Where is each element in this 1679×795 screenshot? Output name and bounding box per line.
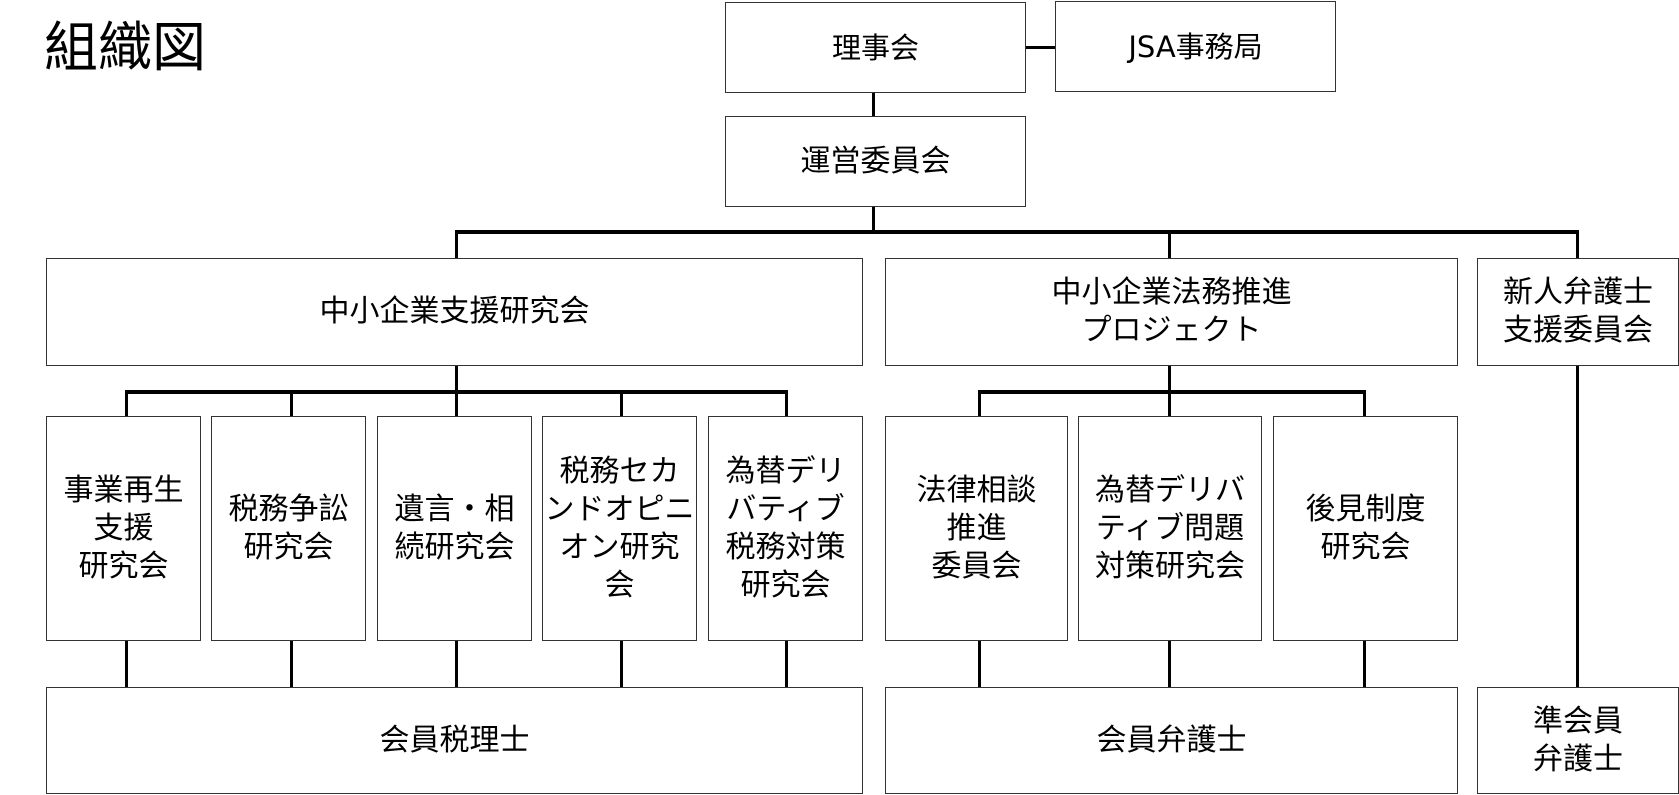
connector-line <box>455 366 458 393</box>
node-label: 中小企業法務推進 プロジェクト <box>1051 275 1292 348</box>
connector-line <box>455 640 458 688</box>
connector-line <box>978 640 981 688</box>
node-tax-second-opinion: 税務セカ ンドオピニ オン研究 会 <box>542 416 697 641</box>
connector-line <box>1363 640 1366 688</box>
connector-line <box>785 640 788 688</box>
connector-line <box>455 230 1579 234</box>
node-sme-legal: 中小企業法務推進 プロジェクト <box>885 258 1458 366</box>
node-label: 法律相談 推進 委員会 <box>916 472 1037 584</box>
node-label: 準会員 弁護士 <box>1533 703 1623 777</box>
node-new-lawyer-support: 新人弁護士 支援委員会 <box>1477 258 1679 366</box>
connector-line <box>1576 232 1579 259</box>
connector-line <box>1168 640 1171 688</box>
connector-line <box>290 640 293 688</box>
node-legal-consultation: 法律相談 推進 委員会 <box>885 416 1068 641</box>
node-label: 会員弁護士 <box>1096 722 1247 758</box>
connector-line <box>455 232 458 259</box>
connector-line <box>620 640 623 688</box>
node-label: 税務セカ ンドオピニ オン研究 会 <box>544 453 695 603</box>
node-steering: 運営委員会 <box>725 116 1026 207</box>
connector-line <box>1168 392 1171 416</box>
node-label: 理事会 <box>831 30 919 65</box>
node-label: 中小企業支援研究会 <box>319 294 590 329</box>
node-label: 税務争訟 研究会 <box>228 491 349 565</box>
connector-line <box>125 392 128 417</box>
node-label: 新人弁護士 支援委員会 <box>1503 275 1653 348</box>
connector-line <box>1576 366 1579 688</box>
connector-line <box>1168 366 1171 393</box>
node-fx-derivative-issue: 為替デリバ ティブ問題 対策研究会 <box>1078 416 1262 641</box>
connector-line <box>125 640 128 688</box>
node-member-lawyer: 会員弁護士 <box>885 687 1458 794</box>
node-fx-derivative-tax: 為替デリ バティブ 税務対策 研究会 <box>708 416 863 641</box>
connector-line <box>1025 46 1056 49</box>
connector-line <box>872 92 875 116</box>
node-label: 後見制度 研究会 <box>1305 491 1426 565</box>
connector-line <box>1168 232 1171 259</box>
node-associate-lawyer: 準会員 弁護士 <box>1477 687 1679 794</box>
connector-line <box>872 206 875 232</box>
node-label: 事業再生 支援 研究会 <box>63 472 184 584</box>
connector-line <box>1363 392 1366 416</box>
connector-line <box>785 392 788 417</box>
node-label: 運営委員会 <box>800 143 951 179</box>
node-label: 為替デリ バティブ 税務対策 研究会 <box>725 453 846 603</box>
node-guardianship: 後見制度 研究会 <box>1273 416 1458 641</box>
node-will-inheritance: 遺言・相 続研究会 <box>377 416 532 641</box>
connector-line <box>455 392 458 417</box>
node-label: 会員税理士 <box>379 722 530 758</box>
node-label: 為替デリバ ティブ問題 対策研究会 <box>1095 472 1245 584</box>
node-secretariat: JSA事務局 <box>1055 1 1336 92</box>
node-member-tax-accountant: 会員税理士 <box>46 687 863 794</box>
page-title: 組織図 <box>44 16 206 79</box>
node-label: 遺言・相 続研究会 <box>394 491 515 565</box>
node-business-revival: 事業再生 支援 研究会 <box>46 416 201 641</box>
node-tax-dispute: 税務争訟 研究会 <box>211 416 366 641</box>
connector-line <box>620 392 623 417</box>
node-label: JSA事務局 <box>1128 29 1263 64</box>
connector-line <box>978 392 981 416</box>
node-board: 理事会 <box>725 2 1026 93</box>
node-sme-support: 中小企業支援研究会 <box>46 258 863 366</box>
connector-line <box>978 390 1366 394</box>
connector-line <box>290 392 293 417</box>
